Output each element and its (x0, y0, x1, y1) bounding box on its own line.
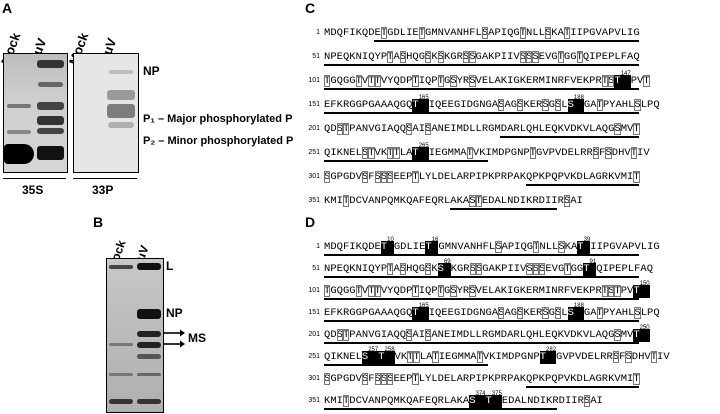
row-number: 1 (316, 243, 320, 250)
row-number: 201 (308, 125, 320, 132)
gel-33p (73, 53, 139, 173)
row-sequence: SGPGDVSFSSSEEPTLYLDELARPIPKPRPAKQPKPQPVK… (324, 373, 640, 385)
band (107, 104, 135, 118)
band (37, 60, 64, 68)
peptide-coverage-line (324, 160, 488, 162)
band (109, 343, 133, 346)
peptide-coverage-line (324, 88, 639, 90)
band (107, 90, 135, 100)
row-sequence: TGQGGTVTTVYQDPTIQPTGSYRSVELAKIGKERMINRFV… (324, 71, 650, 88)
peptide-coverage-line (324, 298, 639, 300)
band (7, 130, 31, 134)
peptide-coverage-line (324, 112, 639, 114)
band (137, 399, 161, 404)
band (4, 144, 34, 164)
peptide-coverage-line (525, 386, 639, 388)
band (37, 102, 64, 110)
sequence-c: 1 MDQFIKQDETGDLIETGMNVANHFLSAPIQGTNLLSKAT… (298, 22, 718, 212)
panel-a-label: A (2, 0, 13, 16)
peptide-coverage-line (324, 254, 639, 256)
isotope-label-35s: 35S (22, 183, 44, 197)
row-sequence: EFKRGGPGAAAQGQT165IQEEGIDGNGASAGSKERSGSL… (324, 95, 660, 112)
row-sequence: KMITDCVANPQMKQAFEQRLAKAS374T375EDALNDIKR… (324, 391, 603, 408)
band (137, 342, 161, 348)
peptide-coverage-line (500, 136, 639, 138)
row-sequence: QDSTPANVGIAQQSAISANEIMDLLRGMDARLQHLEQKVD… (324, 123, 640, 135)
band (37, 116, 64, 125)
peptide-coverage-line (324, 64, 639, 66)
band (37, 128, 64, 134)
divider-33p (73, 178, 137, 179)
peptide-coverage-line (324, 364, 488, 366)
peptide-coverage-line (324, 408, 558, 410)
row-sequence: EFKRGGPGAAAQGQT165IQEEGIDGNGASAGSKERSGSL… (324, 303, 660, 320)
band (37, 146, 64, 160)
row-sequence: NPEQKNIQYPTASHQGSKS69KGRSSGAKPIIVSSSEVGT… (324, 259, 653, 276)
row-sequence: NPEQKNIQYPTASHQGSKSKGRSSGAKPIIVSSSEVGTGG… (324, 51, 640, 63)
panel-d-label: D (305, 214, 316, 230)
row-number: 151 (308, 309, 320, 316)
row-number: 351 (308, 397, 320, 404)
band (109, 373, 133, 376)
peptide-coverage-line (324, 276, 639, 278)
band-label-np-a: NP (143, 64, 160, 78)
band (137, 331, 161, 337)
isotope-label-33p: 33P (92, 183, 114, 197)
row-sequence: TGQGGTVTTVYQDPTIQPTGSYRSVELAKIGKERMINRFV… (324, 281, 650, 298)
peptide-coverage-line (450, 208, 558, 210)
ms-arrows (164, 329, 185, 348)
peptide-coverage-line (374, 40, 639, 42)
band-label-l: L (166, 259, 174, 273)
sequence-d: 1 MDQFIKQDET10GDLIET16GMNVANHFLSAPIQGTNLL… (298, 236, 718, 412)
band (137, 354, 161, 359)
divider-35s (3, 178, 66, 179)
band (137, 263, 161, 270)
peptide-coverage-line (324, 342, 639, 344)
band (7, 104, 31, 108)
row-sequence: KMITDCVANPQMKQAFEQRLAKASTEDALNDIKRDIIRSA… (324, 195, 583, 207)
band (109, 265, 133, 269)
band-label-ms: MS (188, 331, 206, 345)
row-number: 51 (312, 265, 320, 272)
panel-c-label: C (305, 0, 316, 16)
row-number: 251 (308, 353, 320, 360)
gel-b (106, 258, 164, 413)
row-number: 101 (308, 77, 320, 84)
band (109, 399, 133, 404)
row-number: 101 (308, 287, 320, 294)
row-number: 51 (312, 53, 320, 60)
row-sequence: QDSTPANVGIAQQSAISANEIMDLLRGMDARLQHLEQKVD… (324, 325, 650, 342)
row-sequence: QIKNELS257T258VKTTLATIEGMMATVKIMDPGNPT28… (324, 347, 670, 364)
row-number: 351 (308, 197, 320, 204)
gel-35s (3, 53, 68, 173)
row-number: 301 (308, 375, 320, 382)
panel-b-label: B (93, 214, 104, 230)
row-sequence: SGPGDVSFSSSEEPTLYLDELARPIPKPRPAKQPKPQPVK… (324, 171, 640, 183)
row-number: 151 (308, 101, 320, 108)
band (109, 70, 133, 74)
row-sequence: QIKNELSTVKTTLAT265IEGMMATVKIMDPGNPTGVPVD… (324, 143, 650, 160)
row-number: 201 (308, 331, 320, 338)
row-number: 251 (308, 149, 320, 156)
band-label-p1: P₁ – Major phosphorylated P (143, 113, 293, 125)
band-label-np-b: NP (166, 306, 183, 320)
peptide-coverage-line (324, 320, 639, 322)
row-sequence: MDQFIKQDETGDLIETGMNVANHFLSAPIQGTNLLSKATI… (324, 27, 640, 39)
row-number: 301 (308, 173, 320, 180)
band (137, 373, 161, 376)
row-sequence: MDQFIKQDET10GDLIET16GMNVANHFLSAPIQGTNLLS… (324, 237, 660, 254)
band (38, 82, 63, 87)
band-label-p2: P₂ – Minor phosphorylated P (143, 135, 294, 147)
peptide-coverage-line (525, 184, 639, 186)
row-number: 1 (316, 29, 320, 36)
band (137, 309, 161, 319)
band (108, 122, 134, 128)
